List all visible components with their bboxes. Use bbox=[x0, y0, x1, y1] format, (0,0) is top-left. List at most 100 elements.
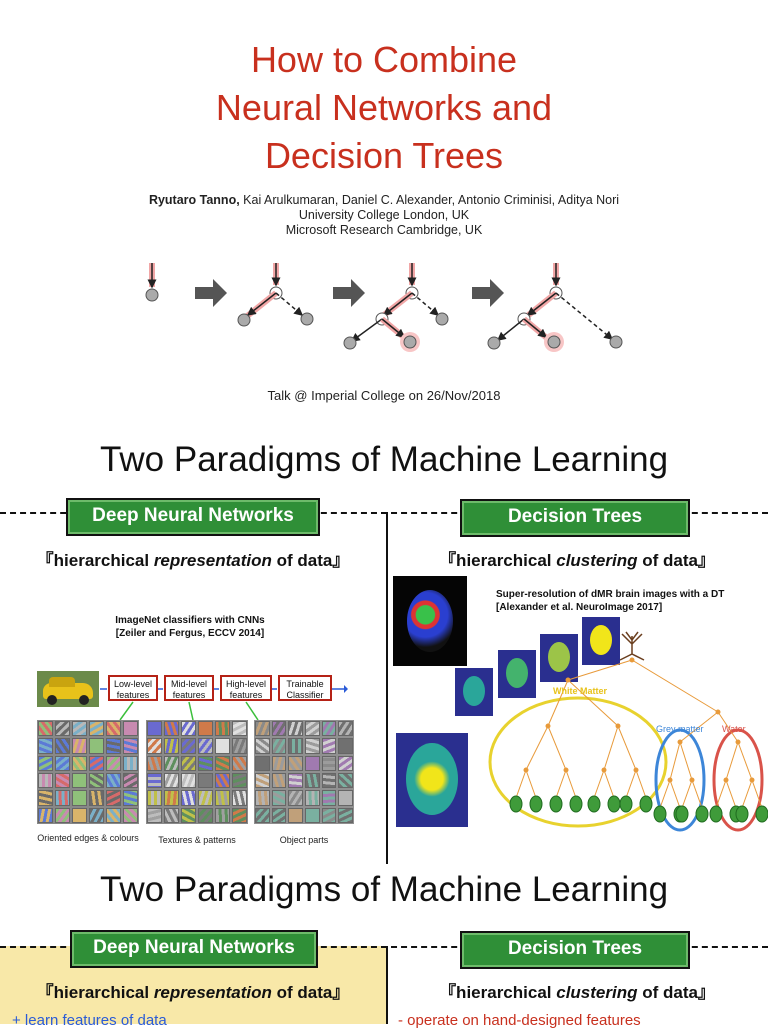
filter-tile bbox=[89, 807, 104, 823]
filter-tile bbox=[232, 773, 247, 789]
tree-node bbox=[563, 767, 569, 773]
car-image bbox=[37, 671, 99, 707]
slide1-title: How to Combine Neural Networks and Decis… bbox=[0, 36, 768, 180]
dnn-subtitle-post: of data』 bbox=[271, 551, 350, 570]
tree-node bbox=[735, 739, 741, 745]
tree-node bbox=[523, 767, 529, 773]
filter-tile bbox=[164, 807, 179, 823]
dnn-subtitle-em: representation bbox=[153, 551, 272, 570]
white-matter-label: White Matter bbox=[553, 686, 607, 696]
filter-tile bbox=[321, 790, 337, 806]
filter-tile bbox=[255, 755, 270, 771]
dmri-caption: Super-resolution of dMR brain images wit… bbox=[496, 588, 736, 614]
filter-tile bbox=[164, 738, 179, 754]
leaf-icon bbox=[675, 805, 689, 823]
tree-edge bbox=[691, 779, 703, 809]
dnn-subtitle: 『hierarchical representation of data』 bbox=[0, 546, 386, 571]
filter-tile bbox=[72, 807, 87, 823]
tree-growth-diagram bbox=[145, 263, 623, 352]
filter-tile bbox=[215, 721, 230, 737]
trainable-classifier-box: Trainable Classifier bbox=[278, 675, 332, 701]
tree-edge bbox=[741, 779, 753, 809]
filter-tile bbox=[198, 807, 213, 823]
dt-subtitle: 『hierarchical clustering of data』 bbox=[386, 546, 768, 571]
arrow-right-icon bbox=[472, 279, 504, 307]
tree-edge bbox=[625, 769, 637, 799]
filter-tile bbox=[55, 807, 70, 823]
tree-edge bbox=[635, 769, 647, 799]
filter-tile bbox=[271, 721, 287, 737]
arrow-right-icon bbox=[333, 279, 365, 307]
mid-level-features-box: Mid-level features bbox=[164, 675, 214, 701]
filter-tile bbox=[255, 807, 270, 823]
tree-edge bbox=[717, 711, 739, 743]
tree-node bbox=[689, 777, 695, 783]
leaf-icon bbox=[549, 795, 563, 813]
affiliation-ucl: University College London, UK bbox=[298, 208, 470, 222]
filter-tile bbox=[215, 807, 230, 823]
water-label: Water bbox=[722, 724, 746, 734]
tree-edge bbox=[725, 779, 737, 809]
filter-tile bbox=[38, 790, 53, 806]
filter-tile bbox=[198, 721, 213, 737]
tree-node bbox=[565, 677, 571, 683]
filter-tile bbox=[38, 738, 53, 754]
high-level-filter-grid bbox=[254, 720, 354, 824]
feature-connectors bbox=[100, 685, 348, 721]
dnn-subtitle-2: 『hierarchical representation of data』 bbox=[0, 978, 386, 1003]
filter-tile bbox=[198, 738, 213, 754]
filter-tile bbox=[147, 755, 162, 771]
filter-tile bbox=[106, 755, 121, 771]
dnn-subtitle-2-pre: 『hierarchical bbox=[36, 983, 154, 1002]
tree-edge bbox=[565, 769, 577, 799]
filter-tile bbox=[255, 790, 270, 806]
white-matter-cluster bbox=[488, 696, 668, 828]
imagenet-caption: ImageNet classifiers with CNNs [Zeiler a… bbox=[60, 614, 320, 640]
filter-tile bbox=[255, 773, 270, 789]
filter-tile bbox=[232, 807, 247, 823]
tree-edge bbox=[679, 741, 693, 781]
filter-tile bbox=[305, 755, 320, 771]
dnn-header: Deep Neural Networks bbox=[66, 498, 320, 536]
filter-tile bbox=[181, 738, 196, 754]
filter-tile bbox=[72, 790, 87, 806]
filter-tile bbox=[321, 755, 337, 771]
filter-tile bbox=[198, 790, 213, 806]
filter-tile bbox=[106, 790, 121, 806]
filter-tile bbox=[123, 721, 138, 737]
filter-tile bbox=[123, 790, 138, 806]
column-divider-2 bbox=[386, 946, 388, 1024]
filter-tile bbox=[215, 790, 230, 806]
filter-tile bbox=[181, 721, 196, 737]
filter-tile bbox=[89, 755, 104, 771]
caption-textures: Textures & patterns bbox=[158, 835, 236, 845]
filter-tile bbox=[305, 807, 320, 823]
mid-level-filter-grid bbox=[146, 720, 248, 824]
tree-edge bbox=[617, 725, 637, 771]
filter-tile bbox=[338, 755, 353, 771]
tree-node bbox=[545, 723, 551, 729]
filter-tile bbox=[288, 807, 303, 823]
filter-tile bbox=[288, 755, 303, 771]
arrow-right-icon bbox=[195, 279, 227, 307]
filter-tile bbox=[147, 773, 162, 789]
filter-tile bbox=[321, 738, 337, 754]
dt-bullet-1: - operate on hand-designed features bbox=[398, 1012, 641, 1029]
filter-tile bbox=[106, 807, 121, 823]
filter-tile bbox=[72, 755, 87, 771]
dt-subtitle-post: of data』 bbox=[637, 551, 715, 570]
dmri-line-1: Super-resolution of dMR brain images wit… bbox=[496, 589, 725, 600]
leaf-icon bbox=[653, 805, 667, 823]
grey-matter-cluster bbox=[654, 728, 706, 832]
filter-tile bbox=[305, 738, 320, 754]
filter-tile bbox=[123, 755, 138, 771]
tree-stage-1 bbox=[145, 263, 159, 302]
filter-tile bbox=[181, 790, 196, 806]
leaf-icon bbox=[509, 795, 523, 813]
filter-tile bbox=[288, 773, 303, 789]
dt-subtitle-2-post: of data』 bbox=[637, 983, 715, 1002]
filter-tile bbox=[181, 755, 196, 771]
tree-node bbox=[629, 657, 635, 663]
filter-tile bbox=[72, 773, 87, 789]
filter-tile bbox=[164, 773, 179, 789]
